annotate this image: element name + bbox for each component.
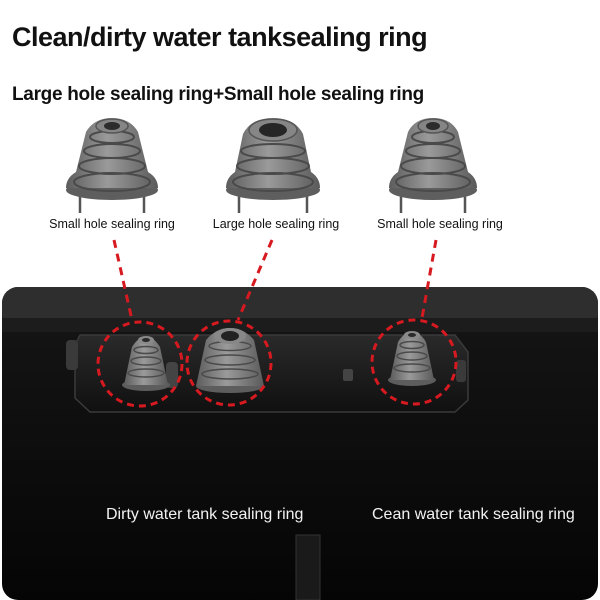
large-hole-sealing-ring-icon	[226, 118, 320, 213]
installed-small-ring-clean	[388, 331, 436, 386]
part-label-large: Large hole sealing ring	[212, 217, 340, 231]
page-subtitle: Large hole sealing ring+Small hole seali…	[12, 84, 424, 105]
page-title: Clean/dirty water tanksealing ring	[12, 22, 428, 52]
leader-line-middle	[236, 239, 274, 321]
part-label-small-right: Small hole sealing ring	[377, 217, 503, 231]
installed-small-ring-dirty	[122, 336, 170, 391]
leader-lines	[112, 239, 438, 321]
water-tank	[2, 287, 598, 600]
highlight-circle-middle	[185, 319, 273, 407]
highlight-circle-right	[370, 318, 458, 406]
small-hole-sealing-ring-icon	[66, 118, 158, 213]
clean-tank-label: Cean water tank sealing ring	[372, 506, 575, 523]
part-label-small-left: Small hole sealing ring	[49, 217, 175, 231]
small-hole-sealing-ring-icon	[389, 118, 477, 213]
highlight-circle-left	[96, 320, 184, 408]
installed-large-ring-dirty	[196, 328, 264, 393]
highlight-circles	[96, 318, 458, 408]
dirty-tank-label: Dirty water tank sealing ring	[106, 506, 304, 523]
